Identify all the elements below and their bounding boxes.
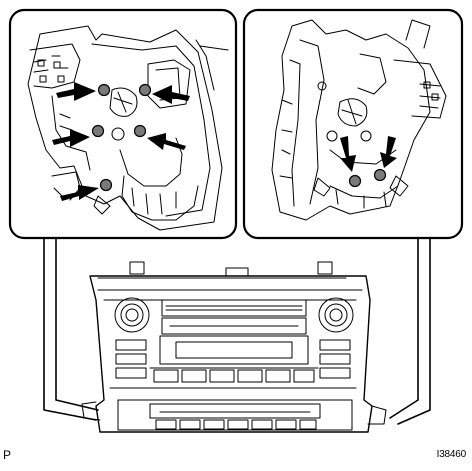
arrow-left-icon [152,85,190,104]
panel-bezel [89,275,373,433]
right-callout [242,8,464,425]
arrow-right-icon [56,82,96,101]
right-arrows [340,136,397,172]
arrow-right-icon [52,129,90,147]
corner-label: P [3,448,12,462]
screw-icon [99,178,113,192]
left-callout-frame [8,8,238,240]
screw-icon [133,124,147,138]
arrow-left-icon [147,133,186,150]
screw-icon [97,83,111,97]
left-callout [8,8,238,421]
left-screws [91,83,152,192]
audio-panel [81,261,387,433]
right-knob [318,297,354,333]
figure-code-label: I38460 [436,449,467,460]
screw-icon [348,174,362,188]
screw-icon [138,83,152,97]
left-leader-line-inner [55,237,99,411]
right-bracket-part [271,19,447,221]
left-leader-line [43,237,97,421]
arrow-down-icon [380,136,397,168]
right-leader-line [389,237,419,419]
right-screws [348,168,387,188]
display-window [159,335,309,365]
right-leader-line-inner [397,237,431,425]
arrow-right-icon [60,185,99,201]
screw-icon [373,168,387,182]
arrow-down-icon [340,136,356,172]
left-arrows [52,82,190,201]
screw-icon [91,124,105,138]
left-knob [114,297,150,333]
right-callout-frame [242,8,464,240]
left-bracket-part [27,25,229,231]
